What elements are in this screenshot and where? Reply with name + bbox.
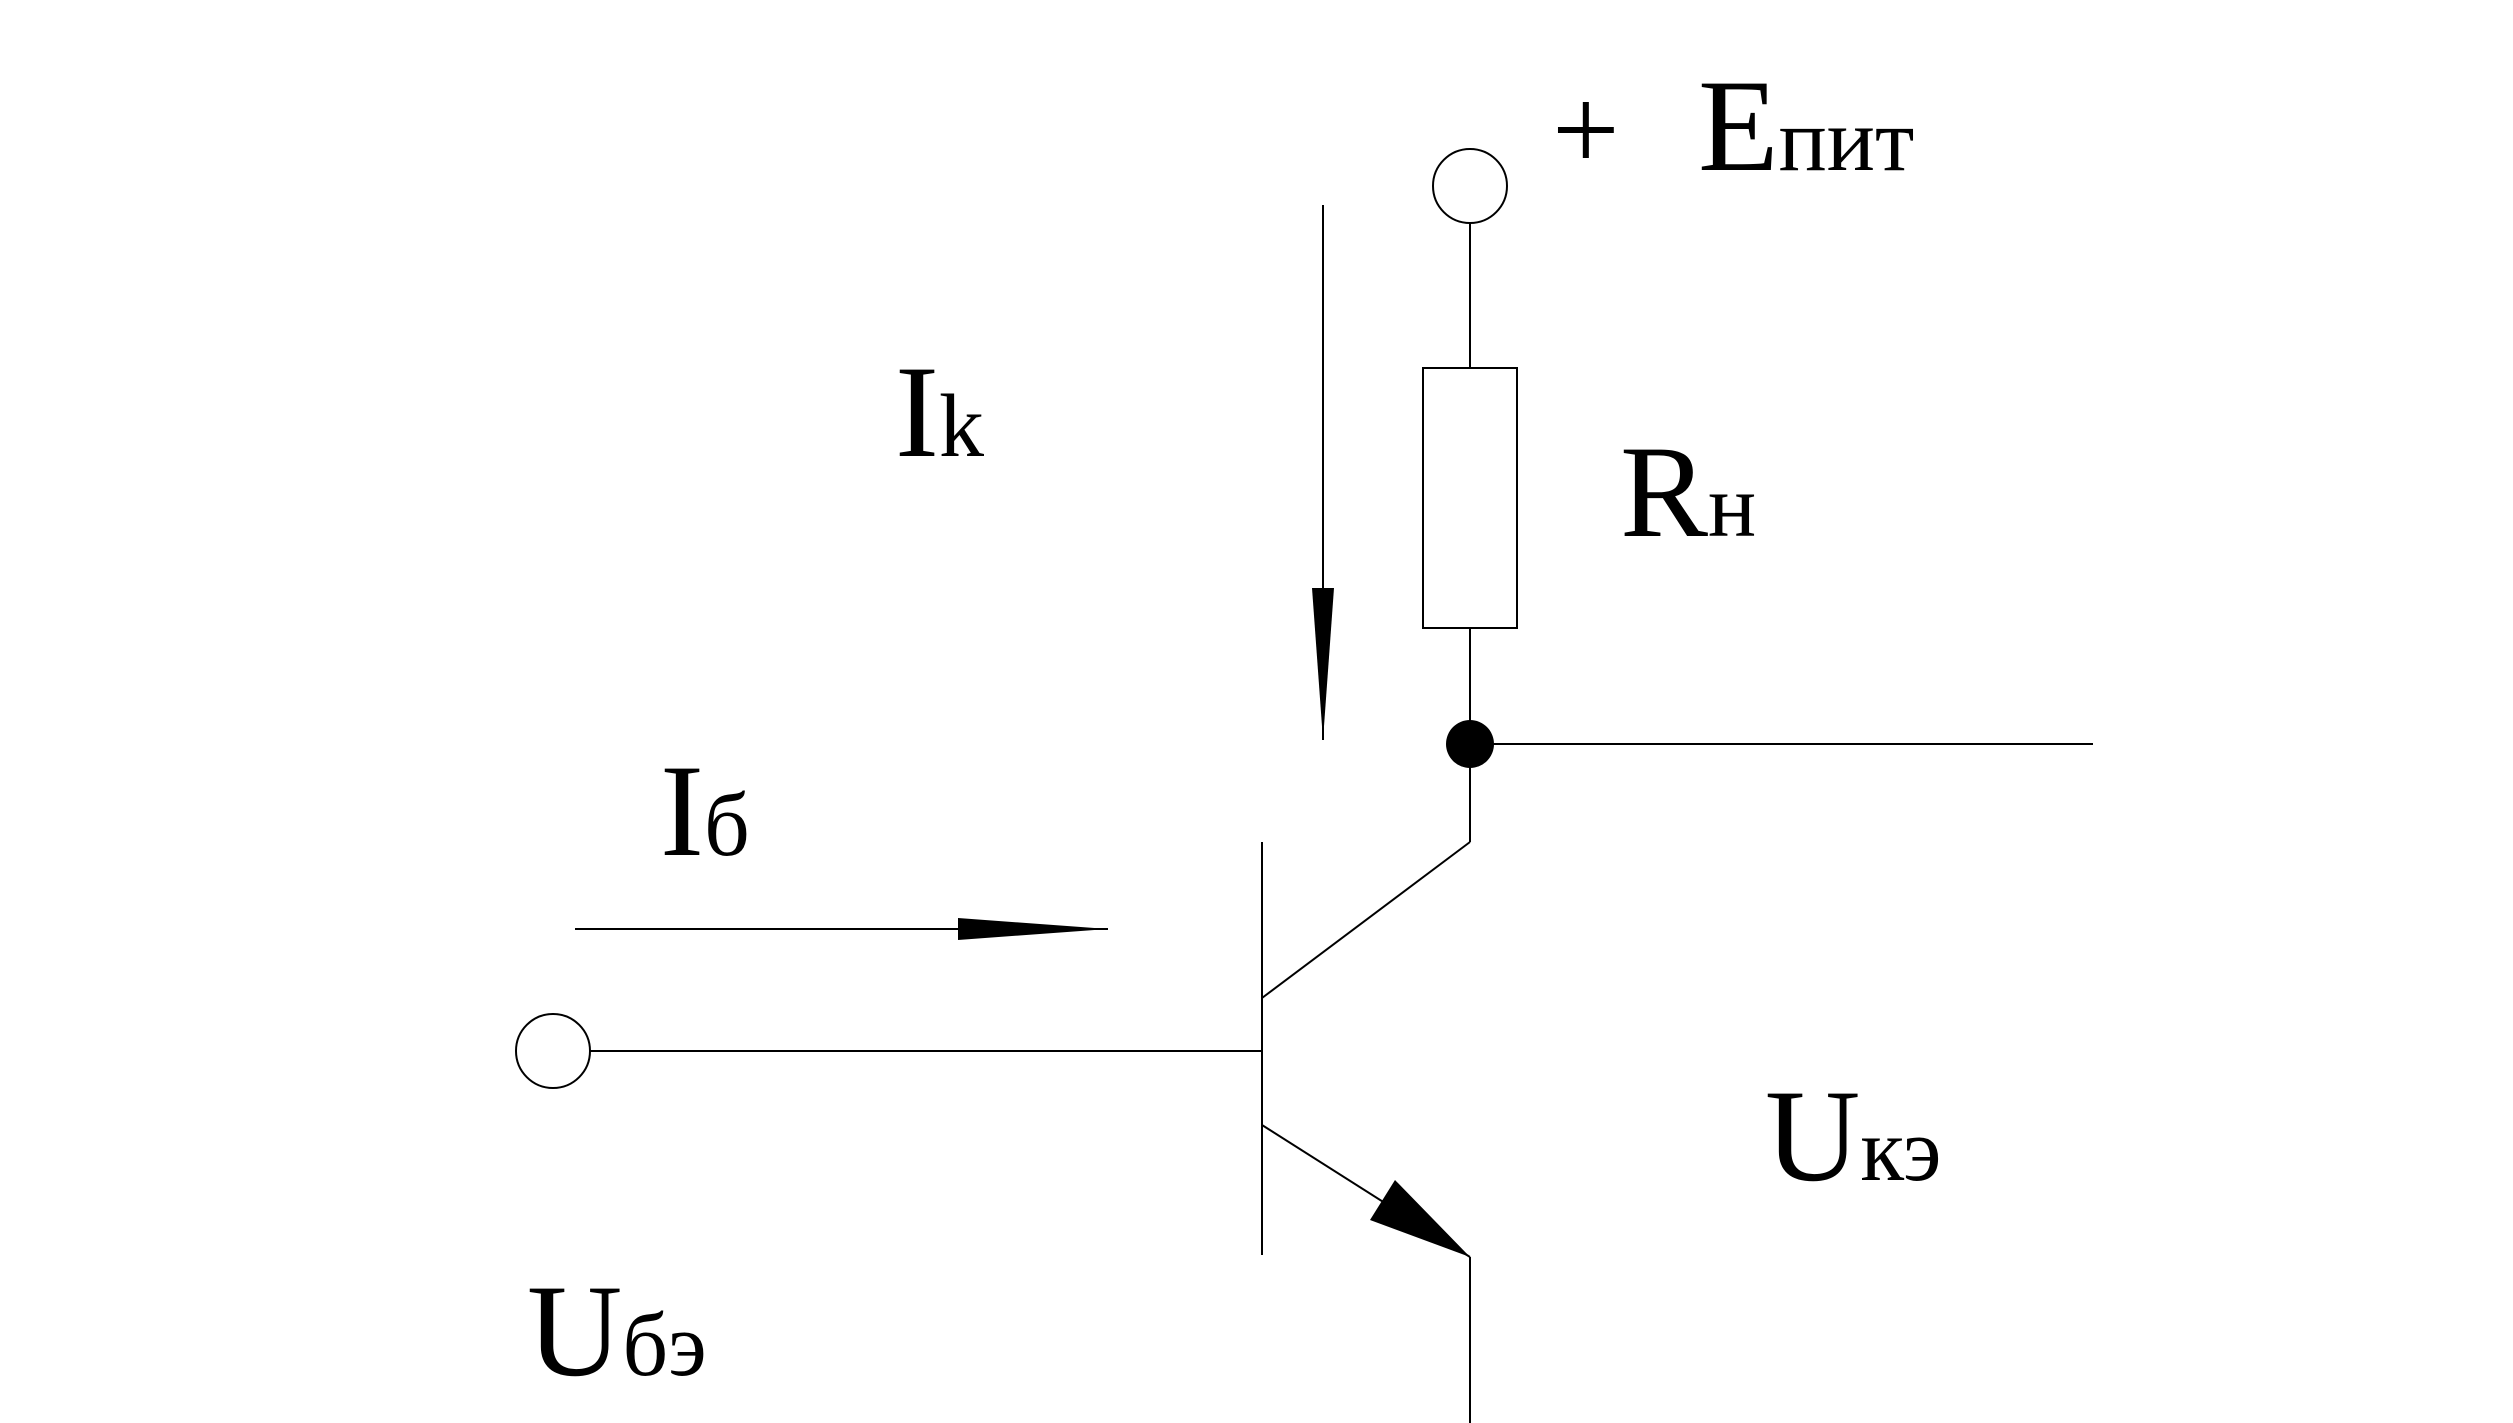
collector-emitter-voltage-label: Uкэ xyxy=(1765,1062,1942,1209)
ube-label-main: U xyxy=(527,1257,622,1404)
collector-current-label-main: I xyxy=(895,338,939,485)
supply-label-sub: пит xyxy=(1779,91,1915,190)
supply-label: + Eпит xyxy=(1552,52,1914,199)
transistor-collector-diagonal xyxy=(1261,841,1471,999)
base-terminal xyxy=(515,1013,591,1089)
base-current-label: Iб xyxy=(660,737,750,884)
uce-label-sub: кэ xyxy=(1860,1101,1941,1200)
uce-label-main: U xyxy=(1765,1062,1860,1209)
base-current-label-main: I xyxy=(660,737,704,884)
collector-current-arrowhead xyxy=(1312,588,1334,740)
supply-label-main: E xyxy=(1698,52,1779,199)
collector-current-label: Ik xyxy=(895,338,984,485)
base-emitter-voltage-label: Uбэ xyxy=(527,1257,707,1404)
load-label-sub: н xyxy=(1708,457,1756,556)
load-resistor xyxy=(1422,367,1518,629)
base-current-label-sub: б xyxy=(704,776,750,875)
base-current-arrowhead xyxy=(958,918,1108,940)
supply-terminal xyxy=(1432,148,1508,224)
collector-current-label-sub: k xyxy=(939,377,984,476)
plus-sign: + xyxy=(1552,63,1620,196)
emitter-arrow xyxy=(1370,1180,1470,1257)
load-label-main: R xyxy=(1620,418,1708,565)
ube-label-sub: бэ xyxy=(622,1296,706,1395)
load-label: Rн xyxy=(1620,418,1756,565)
